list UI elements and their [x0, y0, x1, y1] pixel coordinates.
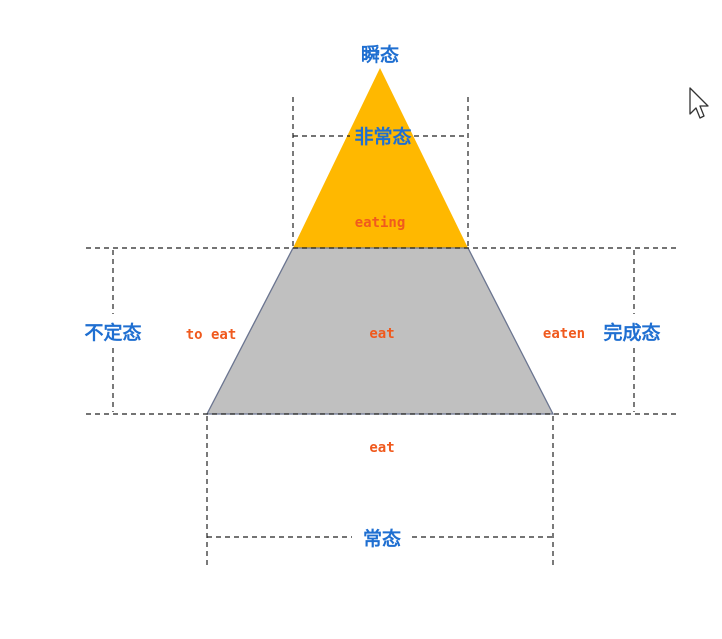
dashed-guides: [86, 97, 676, 565]
mouse-pointer-icon: [689, 87, 709, 119]
label-eaten: eaten: [543, 326, 585, 342]
label-eating: eating: [355, 215, 406, 231]
trapezoid: [205, 247, 555, 415]
label-perfect: 完成态: [603, 321, 660, 344]
label-instant: 瞬态: [361, 43, 399, 66]
label-to-eat: to eat: [186, 327, 237, 343]
top-triangle: [293, 68, 468, 248]
label-eat-bottom: eat: [369, 440, 394, 456]
label-eat-middle: eat: [369, 326, 394, 342]
label-indefinite: 不定态: [84, 321, 141, 344]
label-non-regular: 非常态: [354, 125, 411, 148]
label-regular: 常态: [363, 527, 401, 550]
